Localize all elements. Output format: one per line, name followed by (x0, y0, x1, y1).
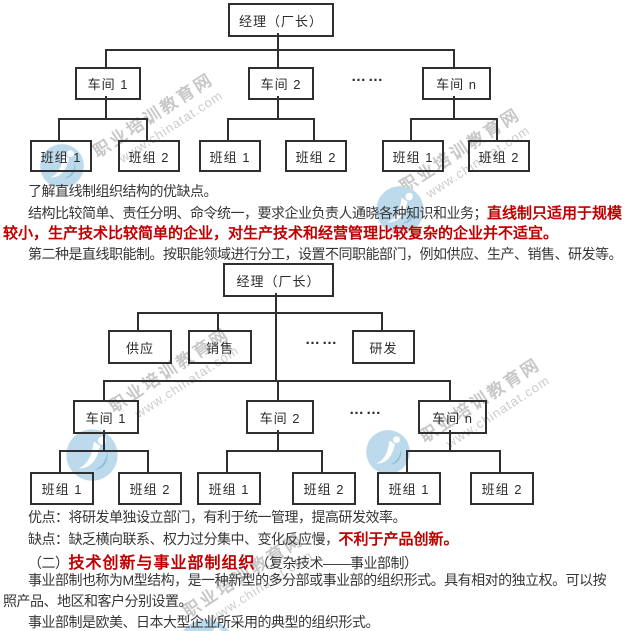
org-box-team: 班组 2 (118, 472, 182, 505)
connector-line (105, 49, 107, 68)
body-line: 缺点：缺乏横向联系、权力过分集中、变化反应慢，不利于产品创新。 (28, 528, 459, 549)
org-box-function-sales: 销售 (188, 330, 252, 364)
connector-line (226, 450, 322, 452)
connector-line (137, 312, 383, 314)
connector-line (277, 380, 279, 401)
connector-line (58, 118, 148, 120)
org-box-workshop-2: 车间 2 (248, 67, 314, 100)
watermark-logo-icon (183, 619, 229, 631)
org-box-team: 班组 2 (292, 472, 356, 505)
org-box-team: 班组 1 (382, 140, 444, 172)
org-box-team: 班组 1 (30, 472, 94, 505)
org-box-team: 班组 2 (470, 472, 534, 505)
text-segment: （复杂技术——事业部制） (255, 555, 419, 571)
connector-line (313, 118, 315, 141)
body-line: 照产品、地区和客户分别设置。 (3, 591, 193, 611)
org-box-team: 班组 2 (285, 140, 347, 172)
body-line: 事业部制是欧美、日本大型企业所采用的典型的组织形式。 (28, 612, 380, 631)
connector-line (453, 49, 455, 68)
text-segment: 优点：将研发单独设立部门，有利于统一管理，提高研发效率。 (28, 509, 407, 525)
connector-line (277, 33, 279, 51)
highlighted-text-segment: 较小，生产技术比较简单的企业，对生产技术和经营管理比较复杂的企业并不适宜。 (3, 225, 559, 242)
connector-line (277, 430, 279, 451)
connector-line (277, 49, 279, 68)
org-box-workshop-2: 车间 2 (246, 400, 314, 434)
ellipsis: …… (349, 401, 383, 418)
connector-line (275, 293, 277, 382)
connector-line (321, 450, 323, 473)
org-box-team: 班组 1 (377, 472, 441, 505)
connector-line (103, 430, 105, 451)
connector-line (410, 118, 412, 141)
org-box-team: 班组 1 (199, 140, 261, 172)
text-segment: 缺点：缺乏横向联系、权力过分集中、变化反应慢， (28, 531, 339, 547)
connector-line (217, 312, 219, 331)
org-box-team: 班组 2 (468, 140, 530, 172)
connector-line (103, 380, 105, 401)
highlighted-text-segment: 直线制只适用于规模 (487, 205, 623, 222)
connector-line (59, 450, 149, 452)
connector-line (453, 96, 455, 120)
text-segment: 照产品、地区和客户分别设置。 (3, 593, 193, 609)
section-heading: 技术创新与事业部制组织 (68, 555, 256, 572)
connector-line (406, 450, 408, 473)
text-segment: 了解直线制组织结构的优缺点。 (28, 183, 218, 199)
connector-line (147, 450, 149, 473)
connector-line (277, 96, 279, 120)
org-box-workshop-n: 车间 n (422, 67, 491, 100)
highlighted-text-segment: 不利于产品创新。 (338, 531, 459, 548)
body-line: （二）技术创新与事业部制组织（复杂技术——事业部制） (28, 549, 418, 573)
connector-line (137, 312, 139, 331)
org-box-workshop-1: 车间 1 (75, 67, 141, 100)
org-box-team: 班组 1 (30, 140, 92, 172)
body-line: 事业部制也称为M型结构，是一种新型的多分部或事业部的组织形式。具有相对的独立权。… (28, 570, 607, 590)
connector-line (105, 96, 107, 120)
org-box-workshop-n: 车间 n (418, 400, 487, 434)
org-box-manager: 经理（厂长） (228, 3, 334, 37)
connector-line (410, 118, 498, 120)
connector-line (449, 380, 451, 401)
connector-line (227, 118, 229, 141)
text-segment: 事业部制也称为M型结构，是一种新型的多分部或事业部的组织形式。具有相对的独立权。… (28, 572, 607, 588)
connector-line (449, 430, 451, 451)
text-segment: 事业部制是欧美、日本大型企业所采用的典型的组织形式。 (28, 614, 380, 630)
connector-line (105, 49, 455, 51)
connector-line (58, 118, 60, 141)
connector-line (226, 450, 228, 473)
ellipsis: …… (351, 68, 385, 85)
connector-line (496, 118, 498, 141)
ellipsis: …… (305, 331, 339, 348)
body-line: 优点：将研发单独设立部门，有利于统一管理，提高研发效率。 (28, 507, 407, 527)
body-line: 较小，生产技术比较简单的企业，对生产技术和经营管理比较复杂的企业并不适宜。 (3, 222, 558, 243)
body-line: 结构比较简单、责任分明、命令统一，要求企业负责人通晓各种知识和业务；直线制只适用… (28, 202, 622, 223)
body-line: 了解直线制组织结构的优缺点。 (28, 181, 218, 201)
connector-line (381, 312, 383, 331)
connector-line (499, 450, 501, 473)
connector-line (227, 118, 315, 120)
body-line: 第二种是直线职能制。按职能领域进行分工，设置不同职能部门，例如供应、生产、销售、… (28, 244, 623, 264)
text-segment: （二） (28, 555, 69, 571)
org-box-team: 班组 2 (118, 140, 180, 172)
org-box-team: 班组 1 (197, 472, 261, 505)
text-segment: 第二种是直线职能制。按职能领域进行分工，设置不同职能部门，例如供应、生产、销售、… (28, 246, 623, 262)
watermark-logo-icon (40, 144, 84, 188)
text-segment: 结构比较简单、责任分明、命令统一，要求企业负责人通晓各种知识和业务； (28, 205, 488, 221)
connector-line (146, 118, 148, 141)
watermark-logo-icon (366, 430, 410, 474)
org-box-function-rnd: 研发 (352, 330, 415, 364)
connector-line (406, 450, 500, 452)
org-box-workshop-1: 车间 1 (73, 400, 139, 434)
org-box-function-supply: 供应 (108, 330, 172, 364)
connector-line (59, 450, 61, 473)
watermark-logo-icon (376, 186, 424, 234)
org-box-manager: 经理（厂长） (223, 263, 334, 297)
